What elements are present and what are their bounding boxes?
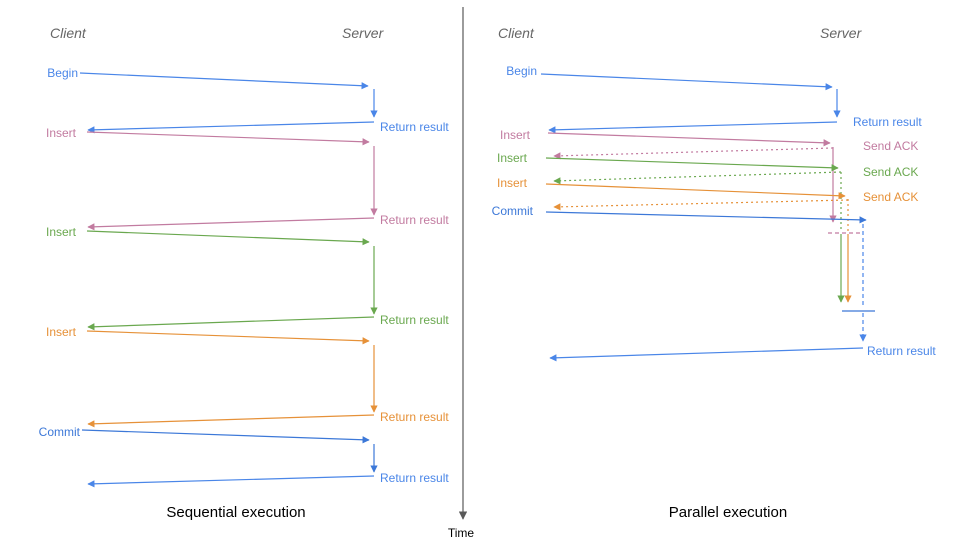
parallel-panel: Client Server Begin Return result Insert… (492, 25, 937, 521)
commit-label: Commit (39, 425, 81, 439)
insert1-request-arrow (547, 132, 831, 147)
insert2-request-arrow (86, 230, 370, 246)
begin-return-label: Return result (853, 115, 922, 129)
commit-return-arrow (87, 475, 375, 488)
begin-return-label: Return result (380, 120, 449, 134)
insert3-label: Insert (46, 325, 77, 339)
commit-return-label: Return result (867, 344, 936, 358)
client-header: Client (498, 25, 535, 41)
client-header: Client (50, 25, 87, 41)
insert2-label: Insert (46, 225, 77, 239)
parallel-title: Parallel execution (669, 504, 787, 521)
time-label: Time (448, 526, 475, 540)
commit-label: Commit (492, 204, 534, 218)
insert2-label: Insert (497, 151, 528, 165)
commit-request-arrow (81, 429, 370, 444)
insert1-request-arrow (86, 131, 370, 146)
server-header: Server (342, 25, 385, 41)
insert1-return-label: Return result (380, 213, 449, 227)
begin-request-arrow (540, 73, 833, 91)
commit-return-arrow (549, 347, 864, 362)
insert3-label: Insert (497, 176, 528, 190)
sequential-panel: Client Server Begin Return result Insert… (39, 25, 450, 521)
insert2-ack-label: Send ACK (863, 165, 918, 179)
insert3-return-label: Return result (380, 410, 449, 424)
server-header: Server (820, 25, 863, 41)
insert2-return-label: Return result (380, 313, 449, 327)
insert3-request-arrow (545, 183, 846, 200)
begin-label: Begin (47, 66, 78, 80)
insert1-ack-label: Send ACK (863, 139, 918, 153)
sequential-title: Sequential execution (166, 504, 305, 521)
begin-return-arrow (87, 121, 375, 134)
insert2-ack-arrow (553, 171, 842, 185)
begin-request-arrow (79, 72, 369, 90)
insert3-ack-arrow (553, 199, 849, 211)
time-axis: Time (448, 7, 475, 540)
insert1-ack-arrow (553, 147, 834, 160)
insert3-request-arrow (86, 330, 370, 345)
commit-return-label: Return result (380, 471, 449, 485)
insert3-return-arrow (87, 414, 375, 428)
insert1-label: Insert (500, 128, 531, 142)
begin-label: Begin (506, 64, 537, 78)
commit-request-arrow (545, 211, 867, 224)
insert2-return-arrow (87, 316, 375, 331)
insert2-request-arrow (545, 157, 839, 172)
begin-return-arrow (548, 121, 838, 134)
insert1-return-arrow (87, 217, 375, 231)
insert1-label: Insert (46, 126, 77, 140)
insert3-ack-label: Send ACK (863, 190, 918, 204)
